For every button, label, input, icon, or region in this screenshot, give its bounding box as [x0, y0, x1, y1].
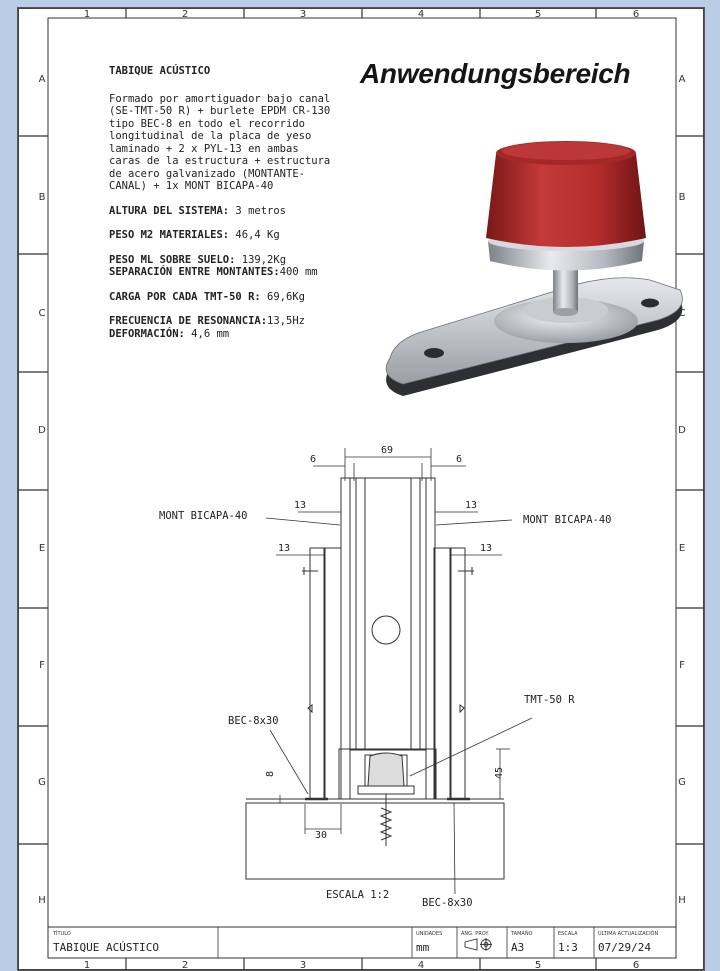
- zone-col-2: 2: [182, 9, 188, 20]
- notes-description: Formado por amortiguador bajo canal (SE-…: [109, 93, 369, 193]
- frecuencia-value: 13,5Hz: [267, 315, 305, 327]
- tb-tamano-label: TAMAÑO: [510, 930, 533, 937]
- dim-6-left: 6: [310, 454, 316, 465]
- intro-line-1: Formado por amortiguador bajo canal: [109, 92, 331, 105]
- dim-69: 69: [381, 445, 393, 456]
- tb-unidades-label: UNIDADES: [416, 931, 442, 937]
- intro-line-4: longitudinal de la placa de yeso: [109, 130, 312, 142]
- zone-col-5: 5: [535, 9, 541, 20]
- peso-m2-value: 46,4 Kg: [229, 229, 280, 241]
- dim-8: 8: [265, 771, 276, 777]
- tb-unidades-value: mm: [416, 941, 430, 954]
- peso-m2-row: PESO M2 MATERIALES: 46,4 Kg: [109, 229, 369, 242]
- first-angle-projection-icon: [464, 938, 492, 951]
- tb-titulo-label: TÍTULO: [52, 930, 71, 937]
- peso-ml-label: PESO ML SOBRE SUELO:: [109, 253, 236, 266]
- altura-row: ALTURA DEL SISTEMA: 3 metros: [109, 205, 369, 218]
- zone-col-4-bottom: 4: [418, 960, 424, 970]
- zone-row-d: D: [38, 425, 46, 436]
- carga-value: 69,6Kg: [260, 290, 305, 303]
- notes-title: TABIQUE ACÚSTICO: [109, 65, 211, 77]
- intro-line-7: de acero galvanizado (MONTANTE-: [109, 167, 305, 180]
- zone-col-4: 4: [418, 9, 424, 20]
- intro-line-2: (SE-TMT-50 R) + burlete EPDM CR-130: [109, 105, 331, 117]
- zone-row-f: F: [39, 660, 45, 671]
- tb-escala-value: 1:3: [558, 941, 578, 954]
- intro-line-6: caras de la estructura + estructura: [109, 155, 331, 167]
- frecuencia-label: FRECUENCIA DE RESONANCIA:: [109, 315, 268, 327]
- separacion-value: 400 mm: [279, 266, 318, 278]
- dim-13-left-mid: 13: [278, 543, 290, 554]
- tb-ang-label: ÁNG. PROY.: [461, 930, 489, 937]
- mount-hole-left: [424, 348, 444, 358]
- system-notes: TABIQUE ACÚSTICO Formado por amortiguado…: [109, 65, 369, 352]
- peso-ml-value: 139,2Kg: [235, 253, 287, 266]
- intro-line-5: laminado + 2 x PYL-13 en ambas: [109, 142, 299, 155]
- zone-row-a: A: [39, 74, 46, 85]
- tb-escala-label: ESCALA: [558, 931, 578, 937]
- scale-note: ESCALA 1:2: [326, 889, 389, 901]
- zone-row-e: E: [39, 543, 45, 554]
- zone-col-2-bottom: 2: [182, 960, 188, 970]
- intro-line-8: CANAL) + 1x MONT BICAPA-40: [109, 180, 274, 192]
- tb-tamano-value: A3: [511, 941, 524, 954]
- separacion-label: SEPARACIÓN ENTRE MONTANTES:: [109, 266, 280, 278]
- dimension-lines: [265, 448, 533, 895]
- zone-row-a-right: A: [679, 74, 686, 85]
- drawing-sheet: 1 2 3 4 5 6 1 2 3 4 5 6 A B C D E F G H …: [17, 7, 705, 971]
- altura-label: ALTURA DEL SISTEMA:: [109, 204, 230, 217]
- carga-label: CARGA POR CADA TMT-50 R:: [109, 290, 261, 303]
- section-drawing: [245, 477, 505, 880]
- zone-col-6: 6: [633, 9, 639, 20]
- peso-m2-label: PESO M2 MATERIALES:: [109, 229, 230, 241]
- label-mont-bicapa-left: MONT BICAPA-40: [159, 510, 248, 522]
- zone-row-f-right: F: [679, 660, 685, 671]
- dim-30: 30: [315, 830, 327, 841]
- tb-fecha-label: ÚLTIMA ACTUALIZACIÓN: [598, 930, 658, 937]
- zone-row-g: G: [38, 777, 46, 788]
- dim-13-left-top: 13: [294, 500, 306, 511]
- dim-13-right-mid: 13: [480, 543, 492, 554]
- dim-45: 45: [494, 767, 505, 779]
- label-bec-bottom: BEC-8x30: [422, 897, 473, 909]
- zone-row-d-right: D: [678, 425, 686, 436]
- zone-row-e-right: E: [679, 543, 685, 554]
- dim-6-right: 6: [456, 454, 462, 465]
- tb-fecha-value: 07/29/24: [598, 941, 651, 954]
- altura-value: 3 metros: [229, 204, 287, 217]
- mount-hole-right: [641, 298, 659, 308]
- zone-row-c-right: C: [679, 308, 686, 319]
- zone-row-h: H: [38, 895, 46, 906]
- zone-row-c: C: [39, 308, 46, 319]
- zone-col-3: 3: [300, 9, 306, 20]
- brand-heading: Anwendungsbereich: [360, 58, 631, 89]
- label-mont-bicapa-right: MONT BICAPA-40: [523, 514, 612, 526]
- dimension-texts: 69 6 6 13 13 13 13 8 45 30 MONT BICAPA-4…: [159, 445, 612, 909]
- label-bec-left: BEC-8x30: [228, 715, 279, 727]
- zone-col-1: 1: [84, 9, 90, 20]
- title-block: TÍTULO TABIQUE ACÚSTICO UNIDADES mm ÁNG.…: [47, 926, 677, 959]
- zone-col-5-bottom: 5: [535, 960, 541, 970]
- label-tmt-50-r: TMT-50 R: [524, 694, 575, 706]
- mount-product-image: [385, 141, 683, 396]
- zone-col-3-bottom: 3: [300, 960, 306, 970]
- zone-col-6-bottom: 6: [633, 960, 639, 970]
- deformacion-value: 4,6 mm: [184, 327, 230, 340]
- zone-row-b: B: [39, 192, 46, 203]
- drawing-frame: 1 2 3 4 5 6 1 2 3 4 5 6 A B C D E F G H …: [18, 8, 704, 970]
- intro-line-3: tipo BEC-8 en todo el recorrido: [109, 117, 305, 130]
- dim-13-right-top: 13: [465, 500, 477, 511]
- zone-row-g-right: G: [678, 777, 686, 788]
- carga-row: CARGA POR CADA TMT-50 R: 69,6Kg: [109, 291, 369, 304]
- zone-row-h-right: H: [678, 895, 686, 906]
- tb-titulo-value: TABIQUE ACÚSTICO: [53, 941, 159, 954]
- deformacion-label: DEFORMACIÓN:: [109, 327, 185, 340]
- zone-col-1-bottom: 1: [84, 960, 90, 970]
- zone-row-b-right: B: [679, 192, 686, 203]
